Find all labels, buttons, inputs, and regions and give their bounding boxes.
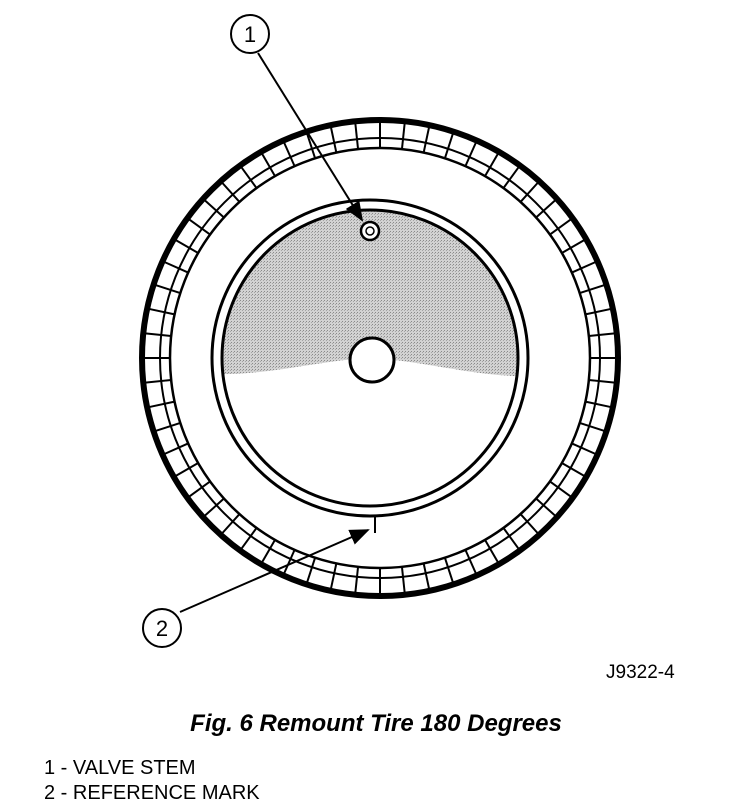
tread-groove	[240, 527, 258, 550]
tread-groove	[221, 513, 241, 535]
tread-groove	[145, 378, 172, 384]
callout-1: 1	[230, 14, 364, 222]
tread-groove	[329, 126, 338, 153]
tread-groove	[571, 261, 597, 274]
tread-groove	[502, 527, 520, 550]
tread-groove	[519, 181, 539, 203]
tread-groove	[155, 421, 181, 432]
tread-groove	[484, 539, 499, 563]
tread-groove	[502, 166, 520, 189]
tread-groove	[484, 153, 499, 177]
tread-groove	[221, 181, 241, 203]
tire-diagram: 1 2	[139, 14, 621, 648]
tread-groove	[579, 284, 605, 295]
valve-stem	[359, 220, 381, 242]
tread-groove	[145, 332, 172, 338]
wheel	[210, 198, 530, 518]
tread-groove	[261, 153, 276, 177]
tread-groove	[175, 462, 199, 477]
tread-groove	[148, 307, 175, 316]
legend-label: REFERENCE MARK	[72, 782, 260, 804]
tread-groove	[306, 557, 317, 583]
tread-groove	[535, 497, 557, 517]
tread-groove	[571, 442, 597, 455]
tread-groove	[329, 563, 338, 590]
tread-groove	[443, 133, 454, 159]
tread-groove	[549, 218, 572, 236]
tread-groove	[422, 126, 431, 153]
tread-groove	[588, 332, 615, 338]
tread-groove	[283, 141, 296, 167]
tread-groove	[588, 378, 615, 384]
tread-groove	[354, 566, 360, 593]
tread-groove	[443, 557, 454, 583]
tread-groove	[261, 539, 276, 563]
tread-groove	[155, 284, 181, 295]
tread-groove	[163, 261, 189, 274]
legend: 1 - VALVE STEM 2 - REFERENCE MARK	[44, 756, 260, 806]
tread-groove	[464, 141, 477, 167]
legend-number: 1	[44, 757, 56, 779]
tread-groove	[535, 199, 557, 219]
shaded-area	[222, 210, 518, 377]
tread-groove	[561, 462, 585, 477]
tread-groove	[579, 421, 605, 432]
tread-groove	[585, 307, 612, 316]
tread-groove	[400, 566, 406, 593]
tread-groove	[519, 513, 539, 535]
tread-groove	[354, 123, 360, 150]
callout-2: 2	[142, 529, 370, 648]
legend-item: 1 - VALVE STEM	[44, 757, 196, 779]
tread-groove	[188, 480, 211, 498]
tread-groove	[148, 400, 175, 409]
tread-blocks	[144, 122, 616, 594]
callout-1-number: 1	[244, 22, 256, 47]
tread-groove	[549, 480, 572, 498]
tread-groove	[306, 133, 317, 159]
legend-label: VALVE STEM	[72, 757, 196, 779]
tread-groove	[203, 199, 225, 219]
tread-groove	[464, 549, 477, 575]
tread-groove	[240, 166, 258, 189]
callout-2-number: 2	[156, 616, 168, 641]
tread-groove	[585, 400, 612, 409]
tread-groove	[188, 218, 211, 236]
figure-caption: Fig. 6 Remount Tire 180 Degrees	[190, 710, 562, 737]
tread-groove	[283, 549, 296, 575]
tread-groove	[400, 123, 406, 150]
tread-groove	[163, 442, 189, 455]
legend-item: 2 - REFERENCE MARK	[44, 782, 260, 804]
tread-groove	[203, 497, 225, 517]
figure-id: J9322-4	[606, 662, 675, 683]
center-hub	[348, 336, 396, 384]
tread-groove	[422, 563, 431, 590]
tread-groove	[561, 239, 585, 254]
legend-number: 2	[44, 782, 56, 804]
tread-groove	[175, 239, 199, 254]
